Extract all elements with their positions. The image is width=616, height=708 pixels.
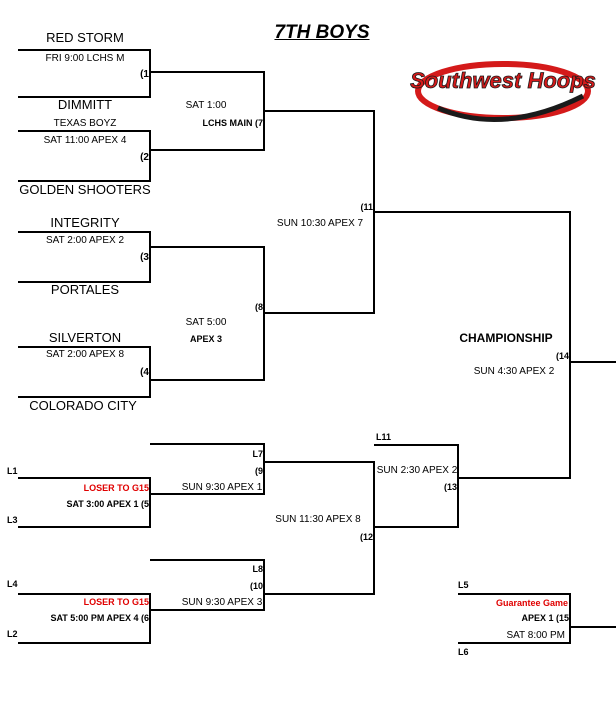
game-3-number: (3: [140, 252, 149, 263]
game-1-number: (1: [140, 69, 149, 80]
game-7-venue: LCHS MAIN (7: [202, 118, 264, 128]
southwest-hoops-logo: Southwest Hoops: [408, 56, 598, 131]
game-15-bottom-label: L6: [458, 647, 469, 657]
team-red-storm: RED STORM: [46, 30, 124, 45]
game-11-info: SUN 10:30 APEX 7: [276, 218, 364, 229]
team-portales: PORTALES: [50, 282, 120, 297]
game-11-number: (11: [360, 202, 373, 212]
game-4-number: (4: [140, 367, 149, 378]
game-15-bracket: [458, 593, 571, 644]
game-4-info: SAT 2:00 APEX 8: [45, 349, 125, 360]
game-15-top-label: L5: [458, 580, 469, 590]
game-12-bracket: [264, 461, 375, 595]
game-14-bracket: [374, 211, 571, 479]
loser-label-l1: L1: [7, 466, 18, 476]
game-15-venue: APEX 1 (15: [521, 613, 569, 623]
game-5-bracket: [18, 477, 151, 528]
game-6-info: SAT 5:00 PM APEX 4 (6: [50, 613, 149, 623]
game-8-number: (8: [254, 302, 263, 312]
game-4-bracket: [18, 346, 151, 398]
game-3-bracket: [18, 231, 151, 283]
game-13-number: (13: [443, 482, 457, 492]
team-colorado-city: COLORADO CITY: [29, 398, 137, 413]
game-10-bracket: [150, 559, 265, 611]
game-8-bracket: [150, 246, 265, 381]
game-2-info: SAT 11:00 APEX 4: [43, 135, 127, 146]
game-9-bracket: [150, 443, 265, 495]
game-6-loser-note: LOSER TO G15: [83, 597, 149, 607]
svg-text:Southwest Hoops: Southwest Hoops: [410, 68, 596, 93]
game-13-bracket: [374, 444, 459, 528]
page-title: 7TH BOYS: [274, 22, 370, 43]
game-7-time: SAT 1:00: [185, 100, 227, 111]
game-8-venue: APEX 3: [189, 334, 223, 344]
game-9-top-label: L7: [252, 449, 263, 459]
game-13-info: SUN 2:30 APEX 2: [376, 465, 458, 476]
team-golden-shooters: GOLDEN SHOOTERS: [19, 182, 151, 197]
game-5-loser-note: LOSER TO G15: [83, 483, 149, 493]
team-integrity: INTEGRITY: [50, 215, 120, 230]
game-14-info: SUN 4:30 APEX 2: [473, 366, 555, 377]
game-5-info: SAT 3:00 APEX 1 (5: [66, 499, 149, 509]
game-1-info: FRI 9:00 LCHS M: [45, 53, 125, 64]
team-dimmitt: DIMMITT: [57, 97, 113, 112]
game-3-info: SAT 2:00 APEX 2: [45, 235, 125, 246]
game-1-bracket: [18, 49, 151, 98]
game-10-top-label: L8: [252, 564, 263, 574]
game-8-time: SAT 5:00: [185, 317, 227, 328]
team-silverton: SILVERTON: [48, 330, 122, 345]
loser-label-l3: L3: [7, 515, 18, 525]
loser-label-l2: L2: [7, 629, 18, 639]
game-11-bracket: [264, 110, 375, 314]
game-10-info: SUN 9:30 APEX 3: [181, 597, 263, 608]
game-12-number: (12: [359, 532, 373, 542]
game-12-info: SUN 11:30 APEX 8: [275, 514, 361, 525]
game-13-top-label: L11: [376, 432, 392, 442]
team-texas-boyz: TEXAS BOYZ: [53, 118, 117, 129]
loser-label-l4: L4: [7, 579, 18, 589]
game-9-info: SUN 9:30 APEX 1: [181, 482, 263, 493]
game-6-bracket: [18, 593, 151, 644]
game-10-number: (10: [249, 581, 263, 591]
game-9-number: (9: [254, 466, 263, 476]
game-15-time: SAT 8:00 PM: [506, 630, 565, 641]
game-2-bracket: [18, 130, 151, 182]
guarantee-game-label: Guarantee Game: [495, 598, 568, 608]
championship-label: CHAMPIONSHIP: [459, 331, 553, 345]
game-14-number: (14: [555, 351, 569, 361]
game-7-bracket: [150, 71, 265, 151]
game-2-number: (2: [140, 152, 149, 163]
